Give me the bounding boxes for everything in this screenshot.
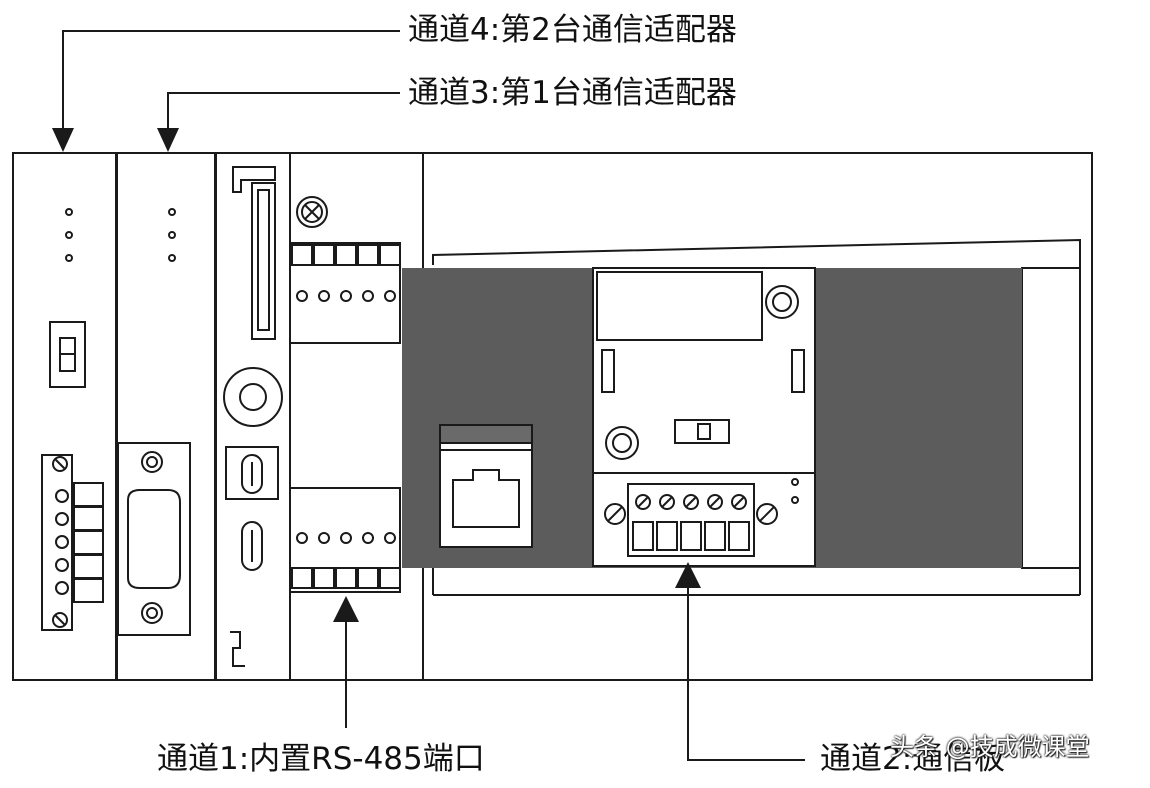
rj45-port	[439, 424, 533, 548]
leader-lines	[52, 30, 805, 761]
watermark: 头条 @技成微课堂	[890, 733, 1090, 761]
arrow-channel-2	[687, 588, 805, 761]
label-channel-2: 通道2:通信板	[820, 741, 1006, 777]
arrow-channel-3	[167, 92, 400, 128]
adapter-module-1	[116, 152, 216, 681]
label-channel-1: 通道1:内置RS-485端口	[157, 741, 485, 777]
cpu-module	[215, 152, 1093, 681]
label-channel-4: 通道4:第2台通信适配器	[408, 12, 737, 48]
label-channel-3: 通道3:第1台通信适配器	[408, 75, 737, 111]
communication-board	[592, 267, 816, 567]
arrow-channel-4	[62, 30, 400, 128]
adapter-module-2	[12, 152, 117, 681]
